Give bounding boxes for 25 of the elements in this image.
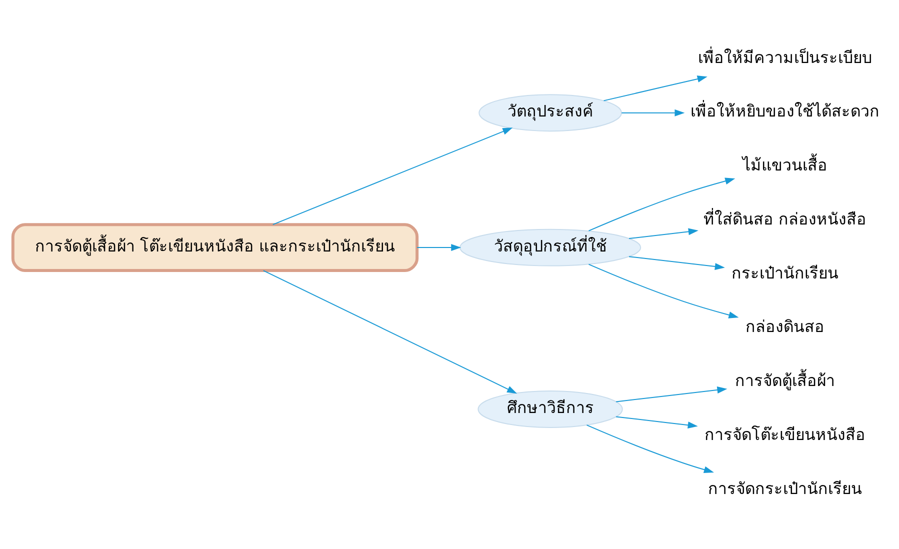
node-ellipse: วัตถุประสงค์	[478, 94, 622, 132]
arrow	[603, 76, 708, 102]
arrow	[588, 264, 739, 318]
node-text: กล่องดินสอ	[745, 317, 824, 336]
node-box: การจัดตู้เสื้อผ้า โต๊ะเขียนหนังสือ และกระเป๋านักเรียน	[11, 223, 419, 272]
arrow	[616, 416, 698, 429]
node-text: ที่ใส่ดินสอ กล่องหนังสือ	[703, 209, 866, 228]
arrow	[621, 109, 685, 116]
arrow	[616, 386, 728, 402]
arrow	[272, 128, 513, 226]
node-text: เพื่อให้มีความเป็นระเบียบ	[698, 48, 872, 67]
node-ellipse: วัสดุอุปกรณ์ที่ใช้	[459, 228, 642, 266]
node-text: การจัดตู้เสื้อผ้า	[734, 371, 835, 390]
node-text: เพื่อให้หยิบของใช้ได้สะดวก	[690, 102, 880, 121]
node-ellipse: ศึกษาวิธีการ	[478, 390, 623, 428]
node-text: ไม้แขวนเสื้อ	[742, 156, 828, 175]
node-text: การจัดโต๊ะเขียนหนังสือ	[704, 424, 866, 444]
arrow	[416, 244, 462, 252]
arrow	[262, 270, 518, 394]
arrow	[588, 178, 736, 232]
node-text: กระเป๋านักเรียน	[731, 263, 838, 282]
arrow	[628, 228, 698, 240]
node-text: การจัดกระเป๋านักเรียน	[708, 478, 862, 498]
arrow	[628, 256, 725, 270]
arrow	[586, 424, 714, 474]
